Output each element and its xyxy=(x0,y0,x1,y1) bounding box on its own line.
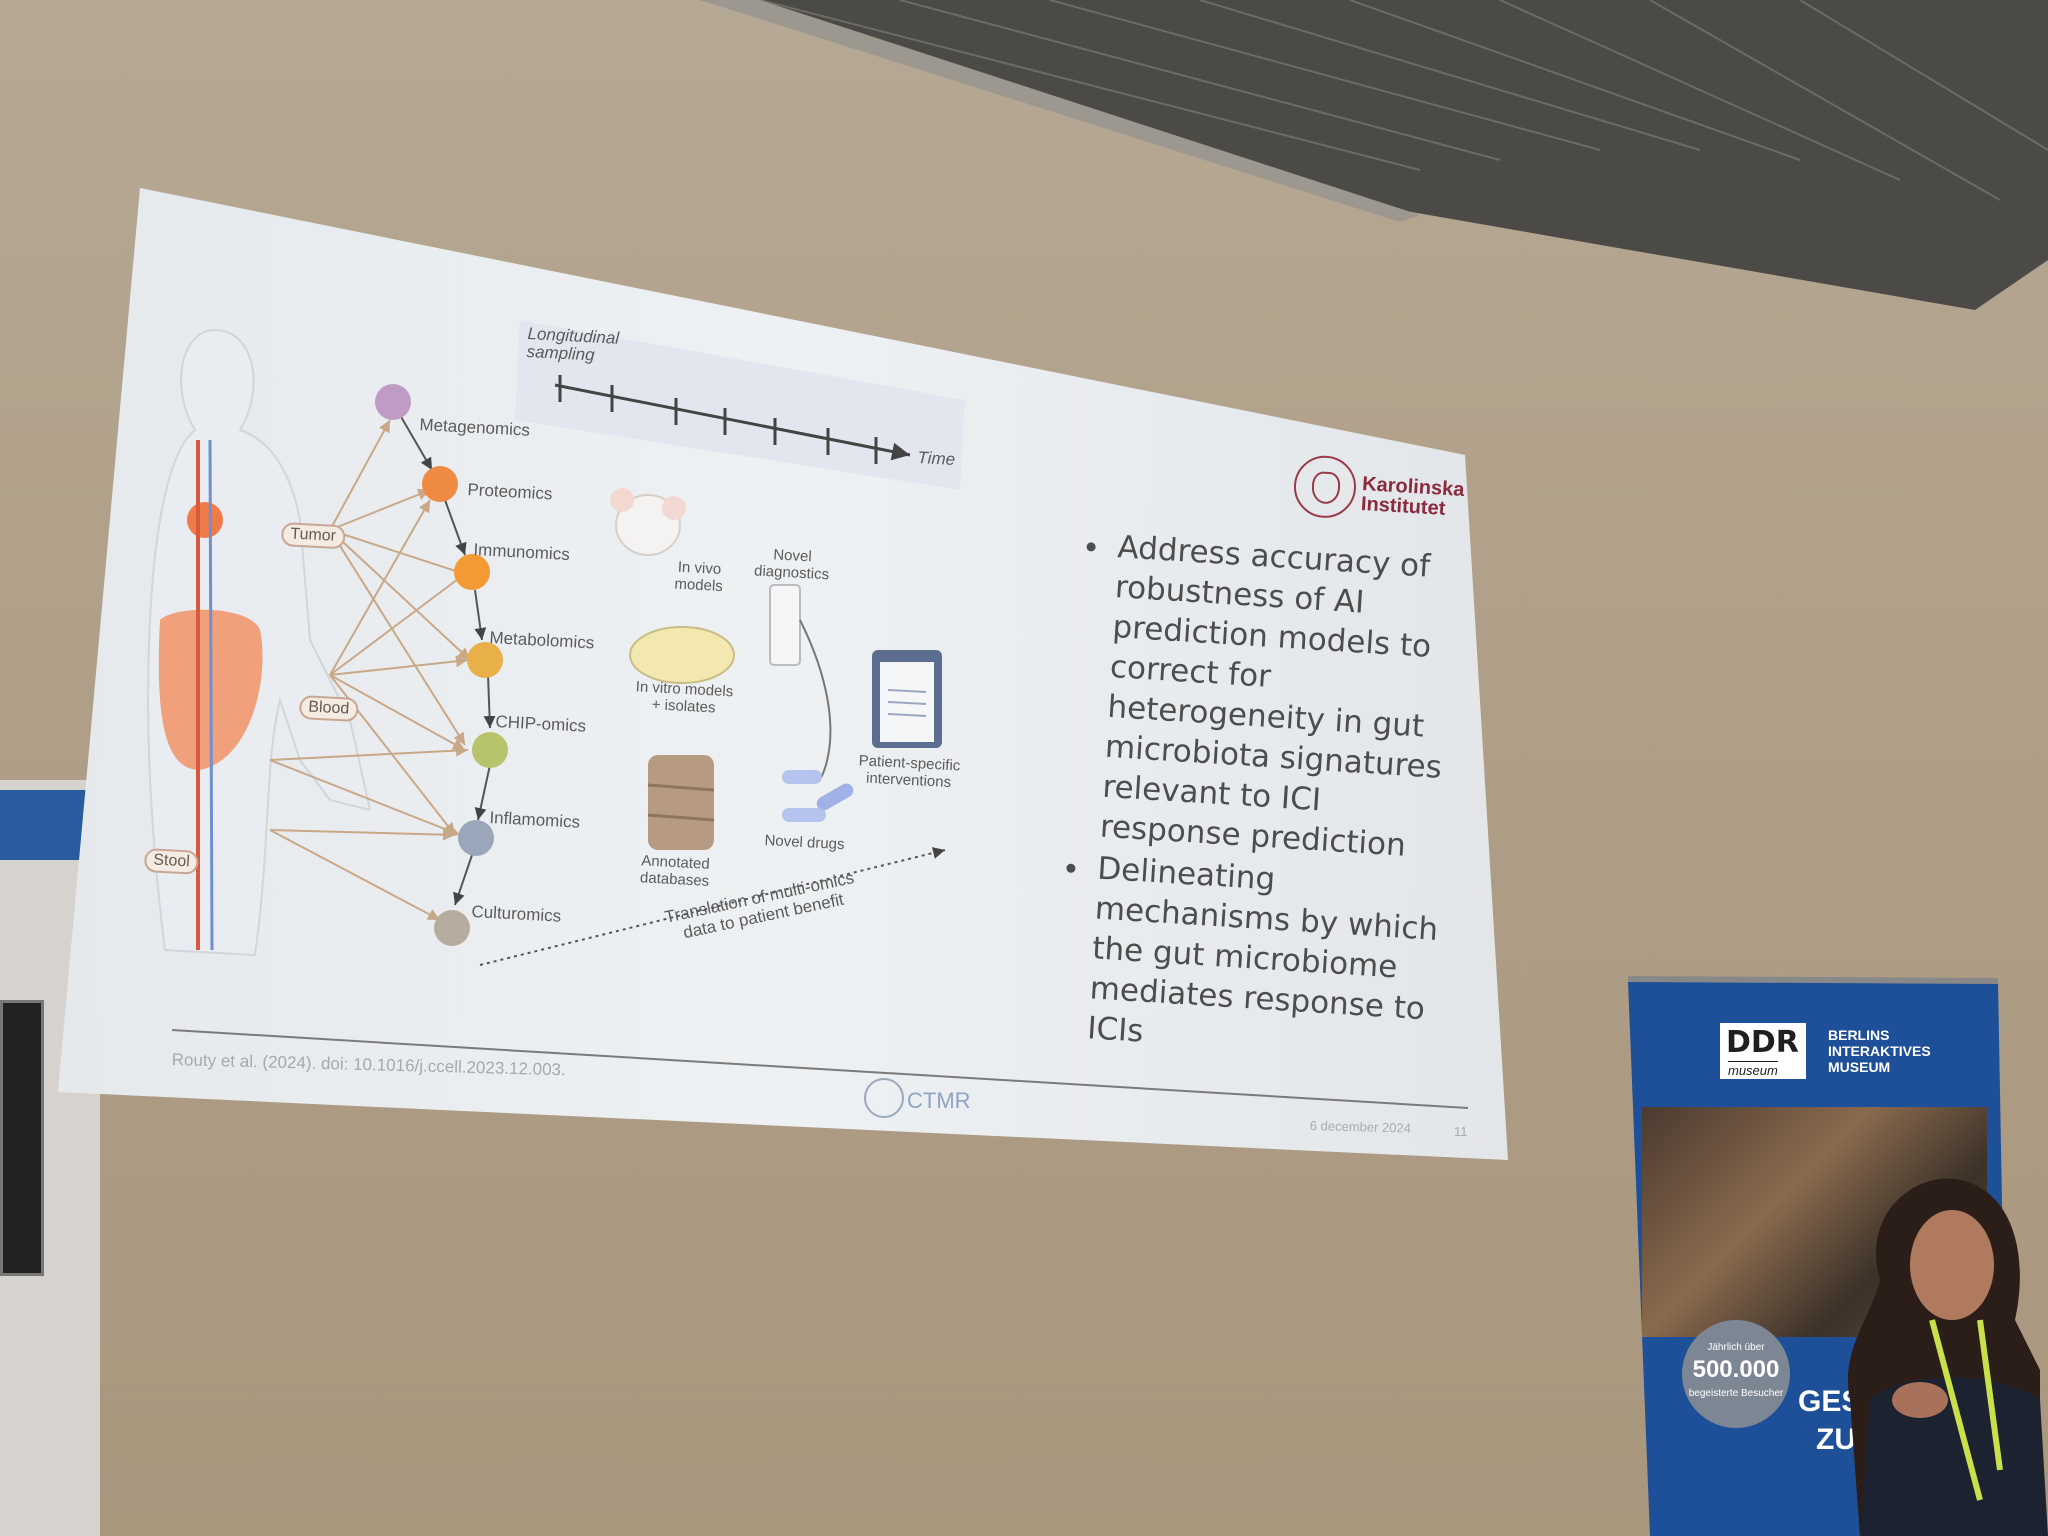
banner-word: ZU xyxy=(1816,1423,1856,1456)
ctmr-logo-icon xyxy=(864,1078,904,1118)
diagnostics-label: Novel diagnostics xyxy=(753,546,830,584)
ki-seal-icon xyxy=(1292,453,1358,520)
databases-label: Annotated databases xyxy=(639,852,711,890)
tumor-label: Tumor xyxy=(280,522,346,550)
omics-node-metagenomics xyxy=(375,384,411,420)
ctmr-logo: CTMR xyxy=(862,1076,982,1118)
left-board-stripe xyxy=(0,790,95,860)
omics-node-immunomics xyxy=(454,554,490,590)
ki-logo-text: Karolinska Institutet xyxy=(1360,473,1465,520)
badge-bottom: begeisterte Besucher xyxy=(1688,1388,1784,1399)
omics-node-chip-omics xyxy=(472,732,508,768)
omics-node-metabolomics xyxy=(467,642,503,678)
omics-node-culturomics xyxy=(434,910,470,946)
omics-node-inflamomics xyxy=(458,820,494,856)
tagline-line: INTERAKTIVES xyxy=(1828,1043,1931,1059)
ctmr-logo-text: CTMR xyxy=(907,1088,971,1113)
in-vitro-label: In vitro models + isolates xyxy=(635,678,734,717)
ddr-logo-sub: museum xyxy=(1728,1061,1778,1078)
slide-bullets: Address accuracy of robustness of AI pre… xyxy=(1052,525,1484,1073)
karolinska-logo: Karolinska Institutet xyxy=(1292,452,1465,536)
stool-label: Stool xyxy=(143,848,200,875)
speaker-person xyxy=(1847,1178,2048,1536)
badge-top: Jährlich über xyxy=(1707,1342,1765,1353)
ceiling-panel xyxy=(700,0,2048,310)
timeline-label: Longitudinal sampling xyxy=(526,324,620,365)
tagline-line: MUSEUM xyxy=(1828,1059,1891,1075)
visitor-badge: Jährlich über 500.000 begeisterte Besuch… xyxy=(1682,1320,1790,1428)
ddr-logo-word: DDR xyxy=(1726,1025,1799,1060)
omics-node-proteomics xyxy=(422,466,458,502)
slide-date: 6 december 2024 xyxy=(1309,1118,1412,1136)
slide-page-number: 11 xyxy=(1454,1124,1468,1139)
ddr-tagline: BERLINS INTERAKTIVES MUSEUM xyxy=(1828,1027,1931,1075)
badge-number: 500.000 xyxy=(1692,1356,1780,1383)
ddr-logo: DDR museum xyxy=(1720,1023,1806,1079)
bullet-item: Delineating mechanisms by which the gut … xyxy=(1080,848,1464,1071)
in-vivo-label: In vivo models xyxy=(674,558,724,596)
time-label: Time xyxy=(917,448,956,469)
interventions-label: Patient-specific interventions xyxy=(858,752,961,792)
tagline-line: BERLINS xyxy=(1828,1027,1890,1043)
bullet-item: Address accuracy of robustness of AI pre… xyxy=(1093,527,1484,870)
blood-label: Blood xyxy=(298,695,359,723)
monitor xyxy=(0,1000,44,1276)
